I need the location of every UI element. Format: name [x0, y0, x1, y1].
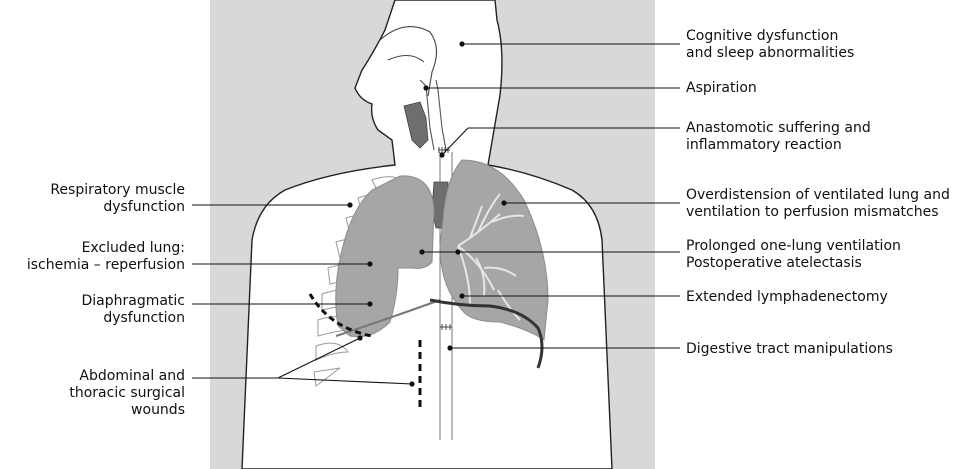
label-one-lung-line2: Postoperative atelectasis: [686, 255, 901, 272]
label-excluded-lung-line1: Excluded lung:: [10, 240, 185, 257]
label-wounds-line1: Abdominal and: [20, 368, 185, 385]
label-diaphragmatic: Diaphragmatic dysfunction: [20, 293, 185, 327]
label-digestive-line1: Digestive tract manipulations: [686, 341, 893, 358]
label-respiratory-muscle-line2: dysfunction: [20, 199, 185, 216]
label-overdistension-line1: Overdistension of ventilated lung and: [686, 187, 950, 204]
label-overdistension: Overdistension of ventilated lung and ve…: [686, 187, 950, 221]
label-one-lung-line1: Prolonged one-lung ventilation: [686, 238, 901, 255]
label-excluded-lung-line2: ischemia – reperfusion: [10, 257, 185, 274]
label-cognitive-line2: and sleep abnormalities: [686, 45, 854, 62]
label-anastomotic-line2: inflammatory reaction: [686, 137, 871, 154]
label-one-lung: Prolonged one-lung ventilation Postopera…: [686, 238, 901, 272]
label-excluded-lung: Excluded lung: ischemia – reperfusion: [10, 240, 185, 274]
label-lymphadenectomy-line1: Extended lymphadenectomy: [686, 289, 888, 306]
label-aspiration-line1: Aspiration: [686, 80, 757, 97]
label-aspiration: Aspiration: [686, 80, 757, 97]
label-digestive: Digestive tract manipulations: [686, 341, 893, 358]
label-diaphragmatic-line1: Diaphragmatic: [20, 293, 185, 310]
label-respiratory-muscle: Respiratory muscle dysfunction: [20, 182, 185, 216]
label-lymphadenectomy: Extended lymphadenectomy: [686, 289, 888, 306]
label-anastomotic-line1: Anastomotic suffering and: [686, 120, 871, 137]
label-overdistension-line2: ventilation to perfusion mismatches: [686, 204, 950, 221]
label-wounds: Abdominal and thoracic surgical wounds: [20, 368, 185, 419]
label-respiratory-muscle-line1: Respiratory muscle: [20, 182, 185, 199]
label-cognitive-line1: Cognitive dysfunction: [686, 28, 854, 45]
label-wounds-line2: thoracic surgical: [20, 385, 185, 402]
label-diaphragmatic-line2: dysfunction: [20, 310, 185, 327]
label-cognitive: Cognitive dysfunction and sleep abnormal…: [686, 28, 854, 62]
esophagus-stitch: [440, 324, 452, 330]
label-anastomotic: Anastomotic suffering and inflammatory r…: [686, 120, 871, 154]
label-wounds-line3: wounds: [20, 402, 185, 419]
